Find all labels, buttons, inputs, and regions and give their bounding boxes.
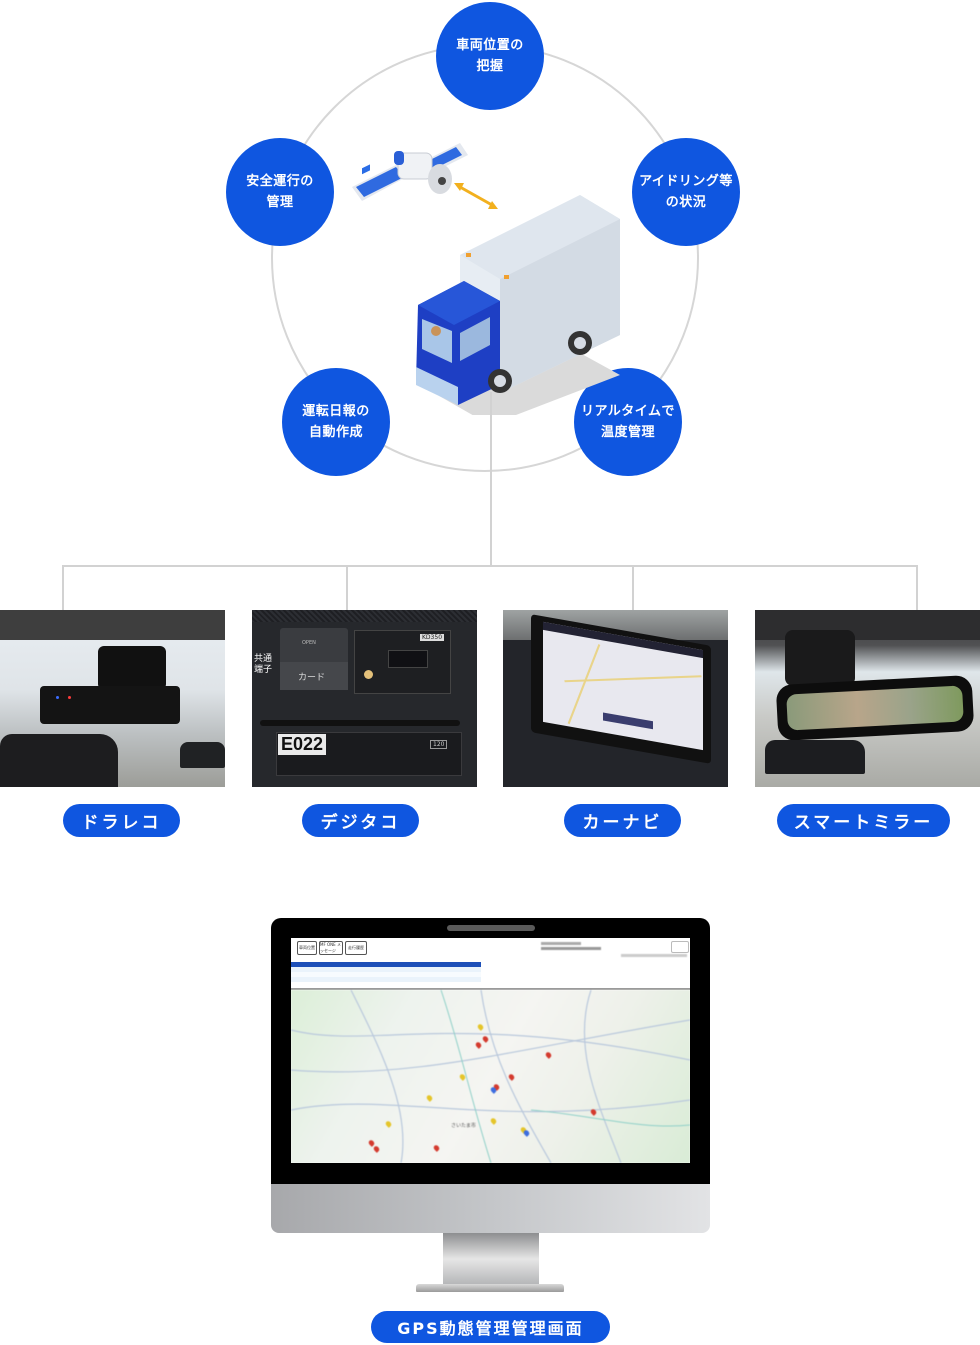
feature-idling-status: アイドリング等 の状況 [632, 138, 740, 246]
truck-icon [416, 195, 620, 415]
feature-daily-report: 運転日報の 自動作成 [282, 368, 390, 476]
screen-table-header [291, 962, 481, 967]
device-label-digital-tachograph: デジタコ [302, 804, 419, 837]
digital-tachograph-photo: カード OPEN 共通端子 KD350 E022 120 [252, 610, 477, 787]
screen-button-message[interactable]: MF ONE メッセージ [319, 941, 343, 955]
monitor-caption: GPS動態管理管理画面 [371, 1311, 610, 1343]
truck-illustration [352, 143, 620, 415]
port-label: 共通端子 [254, 654, 273, 675]
screen-button-history[interactable]: 走行履歴 [345, 941, 367, 955]
connector-dashcam [62, 565, 64, 610]
connector-bus [62, 565, 918, 567]
feature-temperature: リアルタイムで 温度管理 [574, 368, 682, 476]
card-slot-label: カード [298, 673, 326, 683]
map-city-label: さいたま市 [451, 1123, 476, 1129]
connector-digital-tachograph [346, 565, 348, 610]
monitor-camera [447, 925, 535, 931]
connector-smart-mirror [916, 565, 918, 610]
monitor-chin [271, 1184, 710, 1233]
arrow-icon [454, 183, 498, 209]
satellite-icon [352, 143, 468, 201]
screen-map[interactable]: さいたま市 [291, 990, 690, 1163]
feature-vehicle-location: 車両位置の 把握 [436, 2, 544, 110]
size-label: 120 [430, 740, 448, 749]
feature-safe-driving: 安全運行の 管理 [226, 138, 334, 246]
tachograph-plate: E022 [278, 734, 327, 755]
dashcam-photo [0, 610, 225, 787]
screen-button-vehicle-position[interactable]: 車両位置 [297, 941, 317, 955]
gps-management-screen: 車両位置 MF ONE メッセージ 走行履歴 [291, 938, 690, 1163]
device-label-dashcam: ドラレコ [63, 804, 180, 837]
connector-trunk [490, 392, 492, 566]
car-navi-photo [503, 610, 728, 787]
connector-car-navi [632, 565, 634, 610]
open-label: OPEN [302, 640, 316, 646]
model-label: KD350 [420, 634, 445, 641]
smart-mirror-photo [755, 610, 980, 787]
device-label-car-navi: カーナビ [564, 804, 681, 837]
monitor-stand [443, 1233, 539, 1285]
monitor-base [416, 1284, 564, 1292]
device-label-smart-mirror: スマートミラー [777, 804, 950, 837]
